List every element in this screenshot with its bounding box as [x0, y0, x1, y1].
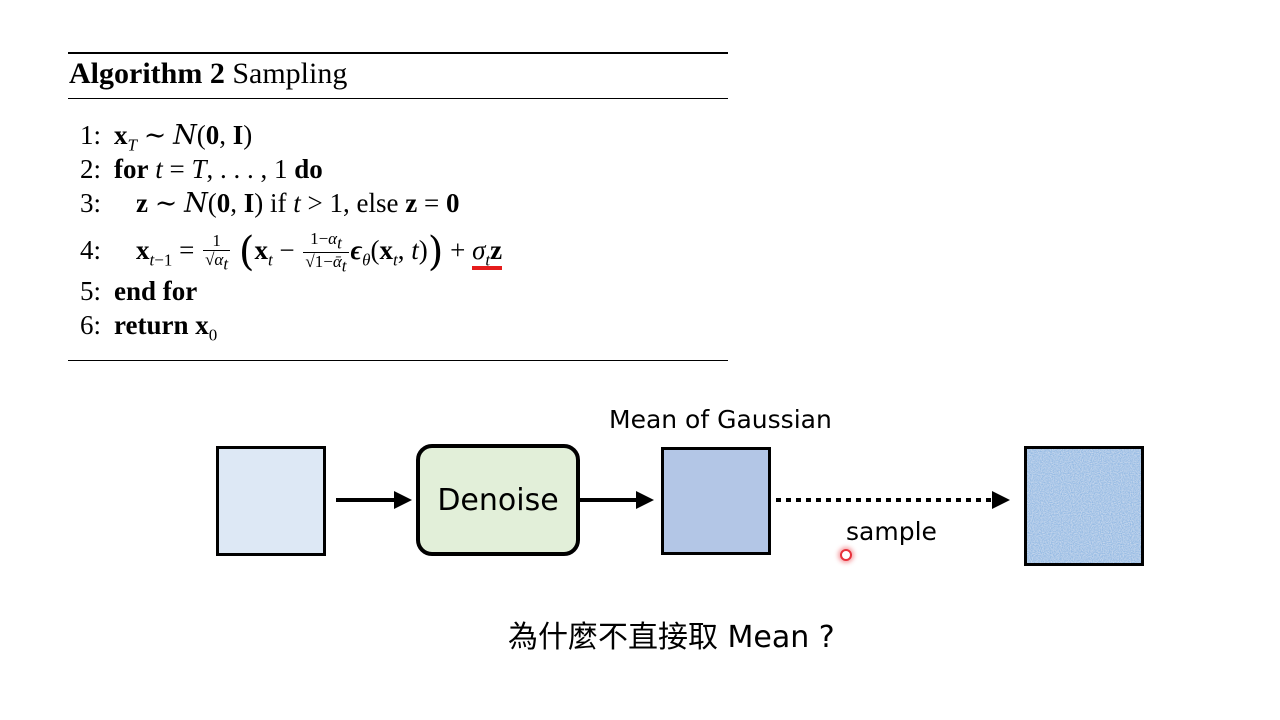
algorithm-header-rule: [68, 98, 728, 99]
mean-image-box: [661, 447, 771, 555]
dotted-arrow-sample: [776, 491, 1010, 509]
mean-of-gaussian-label: Mean of Gaussian: [609, 405, 832, 434]
input-image-box: [216, 446, 326, 556]
algorithm-top-rule: [68, 52, 728, 54]
algorithm-line-6: 6:return x0: [80, 310, 218, 345]
question-text: 為什麼不直接取 Mean ?: [508, 620, 835, 655]
algorithm-line-2: 2:for t = T, . . . , 1 do: [80, 154, 323, 184]
laser-pointer-icon: [840, 549, 852, 561]
algorithm-line-1: 1:xT ∼ N(0, I): [80, 120, 253, 155]
denoise-label: Denoise: [437, 482, 559, 518]
algorithm-line-3: 3:z ∼ N(0, I) if t > 1, else z = 0: [80, 188, 460, 219]
sigma-z-underline: σtz: [472, 235, 503, 271]
algorithm-line-5: 5:end for: [80, 276, 198, 306]
arrow-input-to-denoise: [336, 491, 412, 509]
algorithm-title: Algorithm 2 Sampling: [69, 57, 348, 90]
noise-texture: [1027, 449, 1141, 563]
algorithm-bottom-rule: [68, 360, 728, 361]
arrow-denoise-to-mean: [580, 491, 654, 509]
sampled-noise-image: [1024, 446, 1144, 566]
sample-label: sample: [846, 517, 937, 546]
denoise-box: Denoise: [416, 444, 580, 556]
